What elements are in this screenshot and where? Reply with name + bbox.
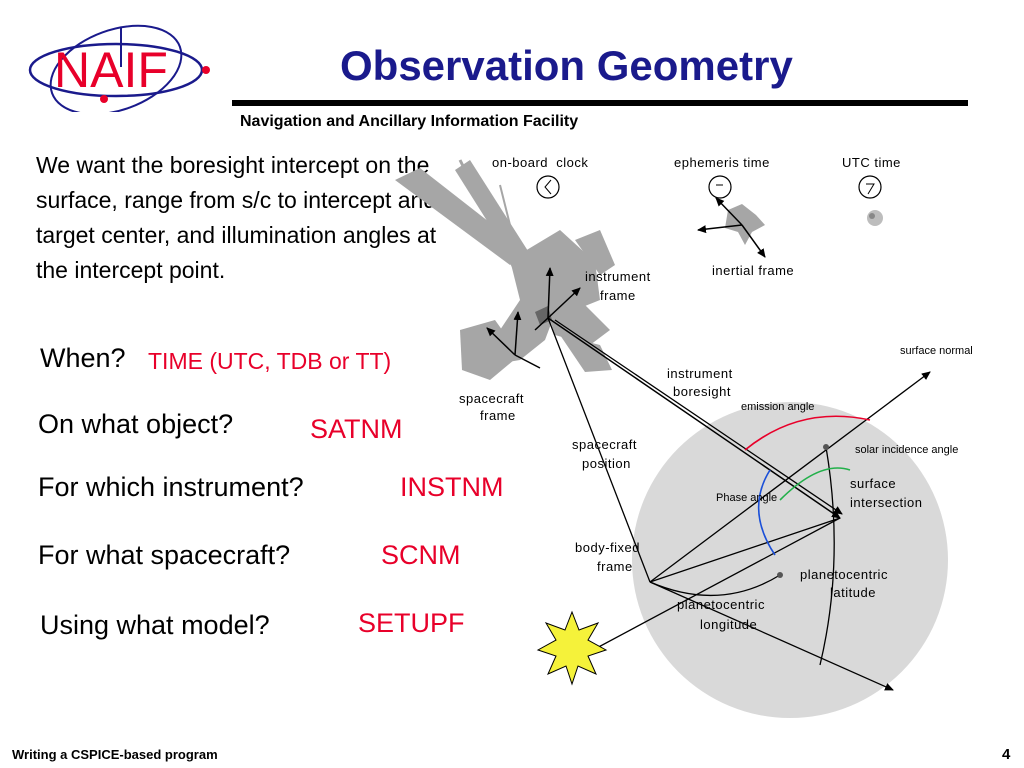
inertial-frame-axis-x: [697, 224, 743, 234]
logo-dot-2: [202, 66, 210, 74]
intro-text: We want the boresight intercept on the s…: [36, 152, 437, 283]
sc-boom-2: [499, 184, 526, 286]
earth-globe-icon: [867, 210, 883, 226]
instrument-boresight-label-1: instrument: [667, 366, 733, 381]
page-title: Observation Geometry: [340, 42, 793, 89]
instrument-boresight-label-2: boresight: [673, 384, 731, 399]
answer-time: TIME (UTC, TDB or TT): [148, 348, 392, 374]
phase-angle-label: Phase angle: [716, 492, 777, 504]
logo-orbit-ellipse-2: [49, 24, 183, 112]
solar-incidence-angle-arc: [779, 467, 851, 501]
surface-intersection-label-1: surface: [850, 476, 896, 491]
question-model: Using what model?: [40, 610, 270, 640]
spacecraft-position-label-2: position: [582, 456, 631, 471]
inertial-frame-axis-z: [715, 197, 743, 226]
body-fixed-frame-label-1: body-fixed: [575, 540, 640, 555]
question-when: When?: [40, 343, 126, 373]
surface-normal-arrow: [649, 371, 931, 583]
spacecraft-frame-axis-x: [486, 327, 516, 356]
instrument-frame-axis-y: [534, 317, 549, 331]
spacecraft-position-label-1: spacecraft: [572, 437, 637, 452]
meridian-curve: [819, 446, 835, 666]
emission-angle-label: emission angle: [741, 401, 814, 413]
spacecraft-silhouette: [395, 160, 615, 380]
planetocentric-longitude-label-2: longitude: [700, 617, 757, 632]
answer-instnm: INSTNM: [400, 472, 504, 502]
body-fixed-frame-label-2: frame: [597, 559, 633, 574]
inertial-frame-star: [725, 204, 765, 245]
title-divider: [232, 100, 968, 106]
equator-dot: [777, 572, 783, 578]
ephemeris-time-clock-icon: [708, 175, 732, 199]
surface-normal-label: surface normal: [900, 345, 973, 357]
spacecraft-frame-axis-y: [514, 354, 541, 369]
inertial-frame-label: inertial frame: [712, 263, 794, 278]
emission-angle-arc: [744, 415, 871, 451]
spacecraft-frame-axis-z: [513, 311, 522, 356]
planet-body: [632, 402, 948, 718]
naif-logo: NAIF: [28, 24, 210, 112]
question-object: On what object?: [38, 409, 234, 439]
surface-intersection-label-2: intersection: [850, 495, 922, 510]
utc-time-label: UTC time: [842, 155, 901, 170]
onboard-clock-icon: [536, 175, 560, 199]
sc-boom: [458, 159, 522, 281]
logo-text: NAIF: [54, 42, 168, 98]
question-instrument: For which instrument?: [38, 472, 304, 502]
spacecraft-position-line: [547, 317, 651, 583]
spacecraft-frame-label-1: spacecraft: [459, 391, 524, 406]
inertial-frame-axis-y: [741, 224, 766, 258]
question-spacecraft: For what spacecraft?: [38, 540, 291, 570]
phase-angle-arc: [757, 469, 776, 556]
north-pole-dot: [823, 444, 829, 450]
footer-text: Writing a CSPICE-based program: [12, 747, 218, 762]
planetocentric-latitude-label-2: latitude: [830, 585, 876, 600]
boresight-return-arrow: [554, 319, 843, 515]
page-number: 4: [1002, 746, 1011, 763]
sun-icon: [536, 610, 608, 686]
instrument-frame-label-2: frame: [600, 288, 636, 303]
answer-satnm: SATNM: [310, 414, 403, 444]
page-subtitle: Navigation and Ancillary Information Fac…: [240, 113, 579, 130]
answer-scnm: SCNM: [381, 540, 461, 570]
utc-time-clock-icon: [858, 175, 882, 199]
logo-dot: [100, 95, 108, 103]
instrument-boresight-arrow: [547, 317, 841, 519]
center-to-intercept-line: [649, 517, 841, 583]
sun-direction-arrow: [577, 517, 841, 659]
instrument-frame-label-1: instrument: [585, 269, 651, 284]
answer-setupf: SETUPF: [358, 608, 465, 638]
body-fixed-axis-x: [649, 581, 894, 691]
ephemeris-time-label: ephemeris time: [674, 155, 770, 170]
spacecraft-frame-label-2: frame: [480, 408, 516, 423]
onboard-clock-label: on-board clock: [492, 155, 588, 170]
instrument-frame-axis-x: [547, 287, 581, 319]
solar-incidence-angle-label: solar incidence angle: [855, 444, 958, 456]
planetocentric-longitude-label-1: planetocentric: [677, 597, 765, 612]
instrument-frame-axis-z: [545, 267, 554, 319]
equator-curve: [649, 574, 781, 597]
planetocentric-latitude-label-1: planetocentric: [800, 567, 888, 582]
